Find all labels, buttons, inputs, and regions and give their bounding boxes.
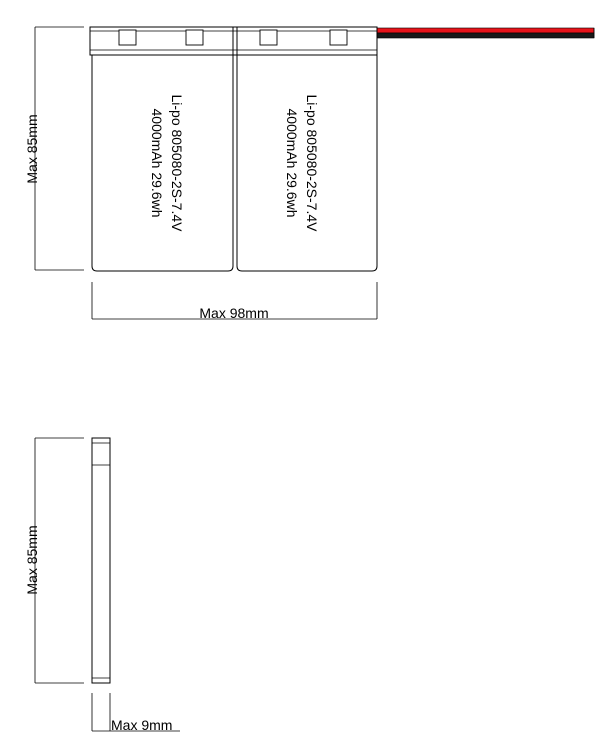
side-height-dimension: Max 85mm	[24, 437, 84, 684]
pcm-board	[89, 26, 378, 56]
side-thickness-label: Max 9mm	[111, 717, 172, 733]
front-height-label: Max 85mm	[24, 114, 40, 183]
front-width-label: Max 98mm	[199, 305, 268, 321]
cell-2-label: Li-po 805080-2S-7.4V 4000mAh 29.6wh	[284, 95, 320, 233]
lead-wires	[376, 27, 595, 39]
cell-1-capacity: 4000mAh 29.6wh	[149, 109, 165, 218]
front-height-dimension: Max 85mm	[24, 26, 84, 271]
side-thickness-dimension: Max 9mm	[91, 693, 180, 733]
front-width-dimension: Max 98mm	[91, 282, 378, 321]
cell-2	[236, 55, 378, 272]
front-view: Li-po 805080-2S-7.4V 4000mAh 29.6wh Li-p…	[24, 26, 595, 321]
black-wire	[376, 32, 595, 39]
side-view: Max 85mm Max 9mm	[24, 437, 180, 733]
cell-2-model: Li-po 805080-2S-7.4V	[304, 95, 320, 233]
cell-1-label: Li-po 805080-2S-7.4V 4000mAh 29.6wh	[149, 95, 185, 233]
side-height-label: Max 85mm	[24, 525, 40, 594]
cell-2-capacity: 4000mAh 29.6wh	[284, 109, 300, 218]
nickel-tabs	[118, 29, 348, 46]
red-wire	[376, 27, 595, 34]
side-body	[91, 437, 111, 684]
cell-1-model: Li-po 805080-2S-7.4V	[169, 95, 185, 233]
cell-1	[91, 55, 234, 272]
